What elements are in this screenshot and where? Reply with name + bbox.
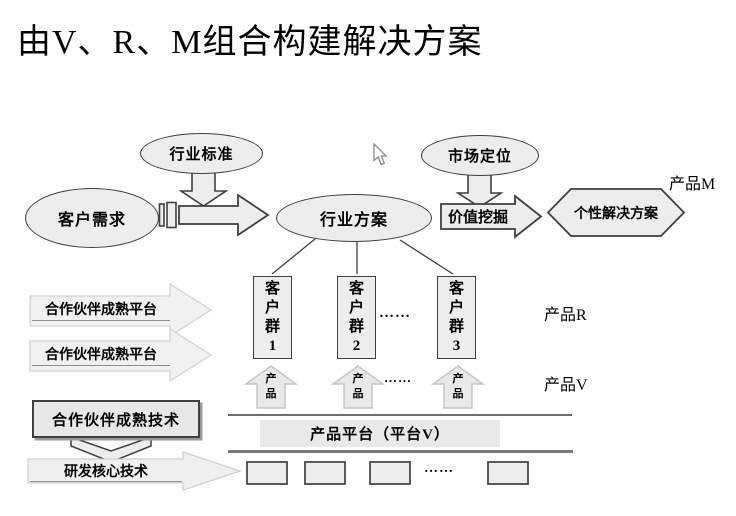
customer-group-label-2: 客户群2 xyxy=(348,281,364,354)
striped-right-arrow xyxy=(178,193,270,237)
merge-down-chevron xyxy=(70,435,152,463)
customer-group-box-2: 客户群2 xyxy=(337,276,376,359)
product-arrow-label-3: 产品 xyxy=(452,373,464,400)
value-mining-arrow xyxy=(440,194,543,239)
customer-group-box-3: 客户群3 xyxy=(437,276,476,359)
component-box-3 xyxy=(369,461,411,485)
connector-line-group1 xyxy=(271,238,316,275)
ellipsis-components: …… xyxy=(424,461,454,476)
node-market-positioning-label: 市场定位 xyxy=(447,149,512,165)
customer-group-label-1: 客户群1 xyxy=(264,281,280,354)
partner-tech-label: 合作伙伴成熟技术 xyxy=(51,412,180,429)
ellipsis-product-arrows: …… xyxy=(384,370,412,385)
product-platform-box: 产品平台（平台V） xyxy=(260,420,500,447)
node-industry-solution: 行业方案 xyxy=(276,194,432,242)
node-customer-demand-label: 客户需求 xyxy=(57,212,126,229)
component-box-2 xyxy=(304,461,346,485)
down-arrow-market-positioning xyxy=(455,171,504,208)
partner-platform-label-1: 合作伙伴成熟平台 xyxy=(32,299,170,321)
product-up-arrow-2 xyxy=(330,365,386,409)
component-box-1 xyxy=(246,461,288,485)
partner-platform-arrow-2 xyxy=(29,327,213,383)
rd-core-tech-label: 研发核心技术 xyxy=(30,461,182,482)
product-up-arrow-3 xyxy=(430,365,486,409)
striped-arrow-bar-2 xyxy=(166,201,177,229)
node-market-positioning: 市场定位 xyxy=(421,135,539,176)
slide-title: 由V、R、M组合构建解决方案 xyxy=(17,24,483,61)
component-box-4 xyxy=(487,461,529,485)
node-industry-solution-label: 行业方案 xyxy=(319,212,388,229)
ellipsis-customer-groups: …… xyxy=(379,305,411,321)
customer-group-box-1: 客户群1 xyxy=(253,276,292,359)
product-platform-label: 产品平台（平台V） xyxy=(310,427,450,443)
label-product-r: 产品R xyxy=(544,307,587,324)
product-arrow-label-1: 产品 xyxy=(265,373,277,400)
product-arrow-label-2: 产品 xyxy=(352,373,364,400)
customer-group-label-3: 客户群3 xyxy=(448,281,464,354)
connector-line-group3 xyxy=(399,239,454,275)
partner-platform-arrow-1 xyxy=(29,282,213,338)
down-arrow-industry-standard xyxy=(178,171,229,207)
node-customer-demand: 客户需求 xyxy=(25,188,159,248)
partner-platform-label-2: 合作伙伴成熟平台 xyxy=(32,344,170,366)
personalized-solution-label: 个性解决方案 xyxy=(574,206,658,222)
partner-tech-box: 合作伙伴成熟技术 xyxy=(32,400,200,438)
rd-core-tech-arrow xyxy=(27,451,242,491)
mouse-cursor xyxy=(373,142,388,166)
label-product-v: 产品V xyxy=(544,377,588,394)
product-up-arrow-1 xyxy=(243,365,299,409)
personalized-solution-hexagon xyxy=(546,188,686,237)
striped-arrow-bar-1 xyxy=(158,203,165,227)
node-industry-standard-label: 行业标准 xyxy=(169,147,234,163)
value-mining-label: 价值挖掘 xyxy=(447,210,508,226)
label-product-m: 产品M xyxy=(669,176,716,193)
node-industry-standard: 行业标准 xyxy=(140,133,263,174)
